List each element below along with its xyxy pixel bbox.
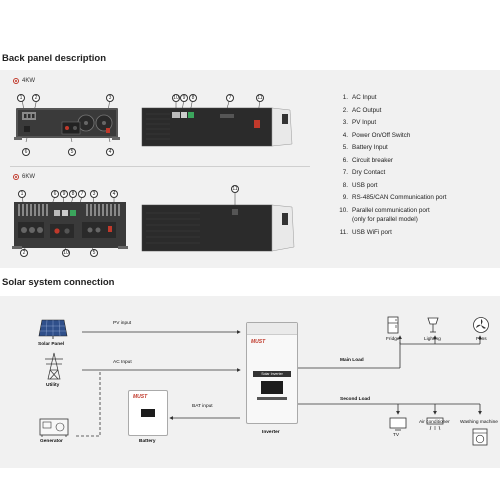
inverter-6kw-side-image <box>141 193 295 252</box>
fridge-icon <box>387 316 399 334</box>
callout-6kw-7: 7 <box>78 190 86 198</box>
callout-4kw-11: 11 <box>256 94 264 102</box>
callout-6kw-3: 3 <box>90 190 98 198</box>
fridge-label: Fridge <box>386 337 400 342</box>
callout-6kw-1: 1 <box>18 190 26 198</box>
port-legend: 1.AC Input 2.AC Output 3.PV Input 4.Powe… <box>336 94 500 244</box>
callout-6kw-5: 5 <box>90 249 98 257</box>
battery-unit: MUST <box>128 390 168 436</box>
model-6kw-text: 6KW <box>22 174 36 180</box>
legend-item: 7.Dry Contact <box>342 169 386 176</box>
callout-4kw-9: 9 <box>180 94 188 102</box>
callout-4kw-10: 10 <box>172 94 180 102</box>
battery-display <box>141 409 155 417</box>
callout-4kw-3: 3 <box>106 94 114 102</box>
inverter-brand: MUST <box>251 339 266 345</box>
air-conditioner-icon <box>426 417 444 431</box>
generator-label: Generator <box>40 439 63 444</box>
solar-panel-icon <box>38 319 68 339</box>
inverter-buttons <box>257 397 287 400</box>
legend-item: 8.USB port <box>342 181 378 189</box>
model-divider <box>10 166 310 167</box>
back-panel-title: Back panel description <box>2 53 107 64</box>
callout-6kw-6: 6 <box>51 190 59 198</box>
inverter-top-cap <box>247 323 297 335</box>
legend-item: 10.Parallel communication port <box>339 206 430 214</box>
callout-4kw-1: 1 <box>17 94 25 102</box>
callout-4kw-8: 8 <box>189 94 197 102</box>
fans-label: Fans <box>476 337 487 342</box>
air-conditioner-label: Air conditioner <box>419 420 450 425</box>
generator-icon <box>39 418 69 437</box>
washing-machine-icon <box>472 428 488 446</box>
callout-6kw-9: 9 <box>60 190 68 198</box>
tv-label: TV <box>393 433 400 438</box>
inverter-6kw-rear-image <box>12 195 128 253</box>
fan-icon <box>473 317 489 333</box>
legend-item: 2.AC Output <box>342 106 382 114</box>
connection-lines <box>76 330 482 437</box>
bat-input-label: BAT input <box>192 404 213 409</box>
inverter-4kw-side-image <box>141 97 293 147</box>
washing-machine-label: Washing machine <box>460 420 498 425</box>
solar-system-title: Solar system connection <box>2 277 115 288</box>
lighting-icon <box>427 317 439 333</box>
callout-6kw-2: 2 <box>20 249 28 257</box>
inverter-label: Inverter <box>262 430 280 435</box>
lighting-label: Lighting <box>424 337 441 342</box>
callout-4kw-4: 4 <box>106 148 114 156</box>
callout-4kw-7: 7 <box>226 94 234 102</box>
utility-label: Utility <box>46 383 60 388</box>
inverter-badge: Solar Inverter <box>253 371 291 377</box>
second-load-label: Second Load <box>340 397 371 402</box>
callout-6kw-8: 8 <box>69 190 77 198</box>
legend-item: 9.RS-485/CAN Communication port <box>342 194 447 201</box>
battery-brand: MUST <box>133 394 148 400</box>
callout-4kw-6: 6 <box>22 148 30 156</box>
main-load-label: Main Load <box>340 358 364 363</box>
legend-item: 3.PV Input <box>342 119 377 126</box>
legend-item: 11.USB WiFi port <box>339 228 392 236</box>
inverter-screen <box>261 381 283 394</box>
callout-4kw-5: 5 <box>68 148 76 156</box>
model-6kw-label: 6KW <box>13 174 35 180</box>
battery-label: Battery <box>139 439 156 444</box>
callout-4kw-2: 2 <box>32 94 40 102</box>
radio-marker-icon <box>13 174 19 180</box>
solar-panel-label: Solar Panel <box>38 342 65 347</box>
legend-item: 5.Battery Input <box>342 144 388 151</box>
callout-6kw-11: 11 <box>231 185 239 193</box>
legend-item: (only for parallel model) <box>352 216 418 223</box>
utility-tower-icon <box>45 352 63 380</box>
legend-item: 6.Circuit breaker <box>342 156 393 164</box>
model-4kw-text: 4KW <box>22 78 36 84</box>
legend-item: 1.AC Input <box>342 94 377 101</box>
inverter-unit: MUST Solar Inverter <box>246 322 298 424</box>
callout-6kw-4: 4 <box>110 190 118 198</box>
ac-input-label: AC Input <box>113 360 132 365</box>
radio-marker-icon <box>13 78 19 84</box>
callout-6kw-10: 10 <box>62 249 70 257</box>
pv-input-label: PV input <box>113 321 132 326</box>
tv-icon <box>389 417 407 431</box>
inverter-4kw-rear-image <box>14 97 120 143</box>
model-4kw-label: 4KW <box>13 78 35 84</box>
legend-item: 4.Power On/Off Switch <box>342 131 411 139</box>
